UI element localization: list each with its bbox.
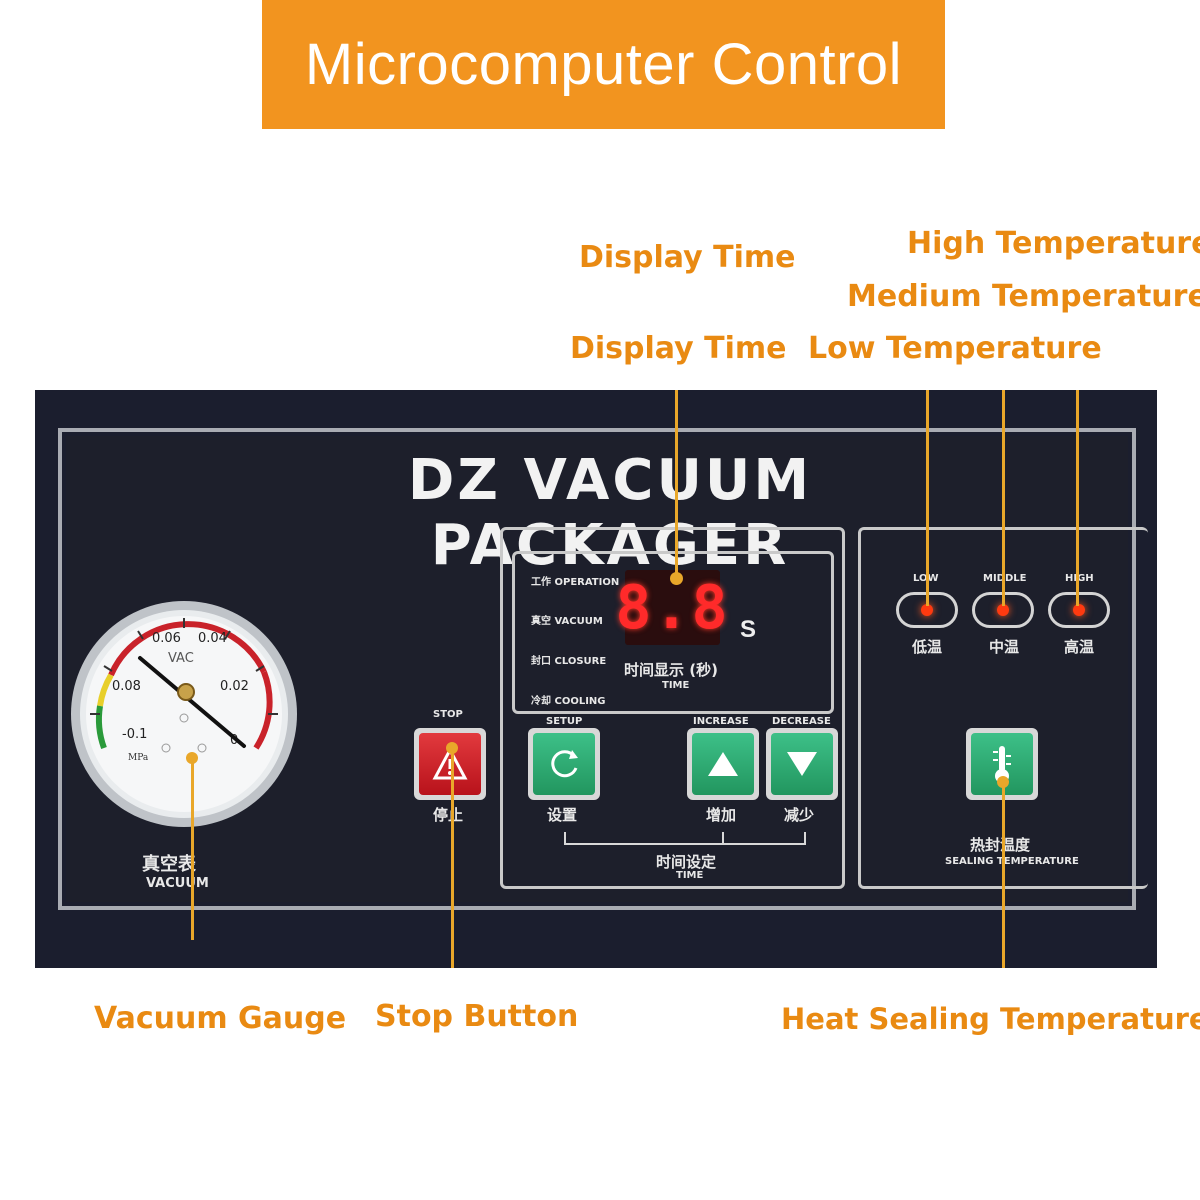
- triangle-up-icon: [708, 752, 738, 776]
- time-setting-label: 时间设定: [656, 853, 717, 871]
- banner-title: Microcomputer Control: [304, 32, 903, 97]
- time-display-label: 时间显示 (秒): [624, 661, 718, 679]
- setup-label: SETUP: [546, 716, 583, 727]
- increase-button[interactable]: [687, 728, 759, 800]
- sealing-temperature-label: SEALING TEMPERATURE: [945, 856, 1079, 867]
- time-setting-bracket: [564, 832, 806, 845]
- refresh-icon: [551, 750, 578, 778]
- leader-low-temperature: [926, 390, 929, 606]
- gauge-tick-0: 0: [230, 733, 238, 748]
- status-cooling: 冷却 COOLING: [531, 696, 606, 707]
- low-temp-label-cn: 低温: [912, 638, 943, 656]
- increase-label-cn: 增加: [706, 806, 737, 824]
- increase-label: INCREASE: [693, 716, 749, 727]
- time-section: [500, 527, 845, 889]
- triangle-down-icon: [787, 752, 817, 776]
- high-temp-indicator: [1048, 592, 1110, 628]
- leader-stop-button-dot: [446, 742, 458, 754]
- gauge-unit: MPa: [128, 753, 149, 763]
- low-temp-led: [921, 604, 933, 616]
- gauge-brand: VAC: [168, 651, 194, 666]
- leader-medium-temperature: [1002, 390, 1005, 606]
- callout-high-temperature: High Temperature: [907, 226, 1200, 261]
- gauge-tick-0-04: 0.04: [198, 631, 227, 646]
- callout-low-temperature: Low Temperature: [808, 331, 1102, 366]
- high-temp-label: HIGH: [1065, 573, 1094, 584]
- vacuum-gauge-label: VACUUM: [146, 876, 209, 891]
- decrease-label: DECREASE: [772, 716, 831, 727]
- panel-frame: [58, 428, 1136, 910]
- gauge-needle: [138, 656, 246, 748]
- high-temp-label-cn: 高温: [1064, 638, 1095, 656]
- middle-temp-label-cn: 中温: [989, 638, 1020, 656]
- leader-heat-sealing-dot: [997, 776, 1009, 788]
- time-setting-label-en: TIME: [676, 870, 704, 881]
- middle-temp-led: [997, 604, 1009, 616]
- status-closure: 封口 CLOSURE: [531, 656, 607, 667]
- leader-vacuum-gauge-dot: [186, 752, 198, 764]
- sealing-temperature-label-cn: 热封温度: [970, 836, 1031, 854]
- setup-label-cn: 设置: [547, 806, 578, 824]
- leader-high-temperature: [1076, 390, 1079, 606]
- callout-stop-button: Stop Button: [375, 999, 579, 1034]
- callout-vacuum-gauge: Vacuum Gauge: [94, 1001, 347, 1036]
- callout-medium-temperature: Medium Temperature: [847, 279, 1200, 314]
- gauge-red-arc: [108, 621, 267, 677]
- stop-button[interactable]: [414, 728, 486, 800]
- decrease-label-cn: 减少: [784, 806, 815, 824]
- high-temp-led: [1073, 604, 1085, 616]
- gauge-yellow-arc: [97, 673, 114, 707]
- seconds-unit: S: [740, 616, 757, 643]
- display-section: [512, 551, 834, 714]
- leader-display-time-dot: [670, 572, 683, 585]
- stop-label: STOP: [433, 709, 463, 720]
- gauge-green-arc: [95, 705, 107, 750]
- panel-title: DZ VACUUM PACKAGER: [407, 448, 813, 578]
- gauge-needle-hub: [177, 683, 195, 701]
- leader-vacuum-gauge: [191, 756, 194, 940]
- vacuum-gauge: 0.06 0.04 0.08 0.02 -0.1 0 VAC MPa: [71, 601, 297, 827]
- low-temp-label: LOW: [913, 573, 939, 584]
- gauge-tick-0-08: 0.08: [112, 679, 141, 694]
- time-lcd-display: 8.8: [615, 570, 728, 645]
- decrease-button[interactable]: [766, 728, 838, 800]
- stop-label-cn: 停止: [433, 806, 464, 824]
- gauge-tick-0-06: 0.06: [152, 631, 181, 646]
- leader-display-time: [675, 390, 678, 578]
- callout-display-time-top: Display Time: [579, 240, 796, 275]
- leader-stop-button: [451, 746, 454, 968]
- sealing-temperature-button[interactable]: [966, 728, 1038, 800]
- setup-button[interactable]: [528, 728, 600, 800]
- gauge-tick-0-02: 0.02: [220, 679, 249, 694]
- callout-heat-sealing-temperature: Heat Sealing Temperature: [781, 1002, 1200, 1036]
- status-operation: 工作 OPERATION: [531, 577, 620, 588]
- status-vacuum: 真空 VACUUM: [531, 616, 603, 627]
- vacuum-gauge-label-cn: 真空表: [142, 854, 196, 875]
- leader-heat-sealing: [1002, 780, 1005, 968]
- time-display-label-en: TIME: [662, 680, 690, 691]
- header-banner: Microcomputer Control: [262, 0, 945, 129]
- callout-display-time: Display Time: [570, 331, 787, 366]
- gauge-tick-minus-0-1: -0.1: [122, 727, 147, 742]
